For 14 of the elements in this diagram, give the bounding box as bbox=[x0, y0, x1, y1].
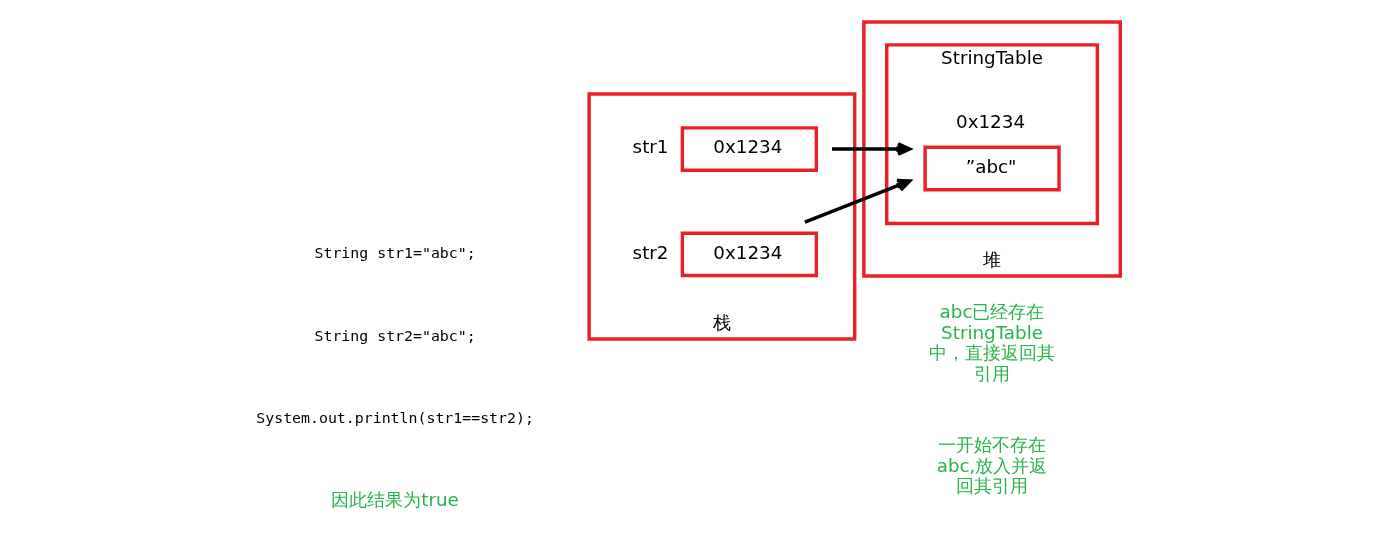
label: String str2="abc"; bbox=[313, 326, 476, 345]
node-box: 0x1234 bbox=[680, 126, 818, 172]
node-box: 0x1234 bbox=[680, 231, 818, 278]
label: String str1="abc"; bbox=[313, 244, 476, 263]
node-box: ”abc" bbox=[922, 145, 1061, 192]
node-label: str1 bbox=[632, 136, 668, 158]
node-label: str2 bbox=[632, 241, 668, 263]
label: abc已经存在StringTable中，直接返回其引用 bbox=[928, 301, 1055, 385]
arrow bbox=[831, 142, 911, 156]
node-label: 0x1234 bbox=[955, 111, 1025, 133]
label: System.out.println(str1==str2); bbox=[255, 409, 534, 428]
label: 一开始不存在abc,放入并返回其引用 bbox=[936, 434, 1047, 497]
label: 因此结果为true bbox=[330, 488, 459, 510]
arrow bbox=[803, 178, 911, 224]
